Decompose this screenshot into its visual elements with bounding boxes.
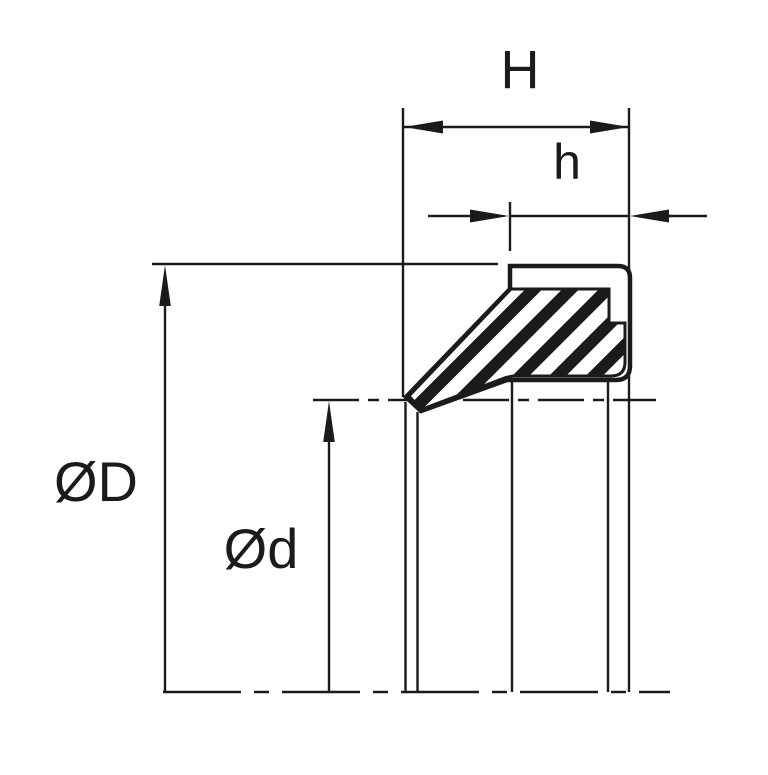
h-lip-right-arrowhead	[630, 209, 669, 223]
seal-cross-section	[402, 263, 633, 414]
seal-rubber-hatched-area	[406, 287, 627, 412]
outer-diameter-arrowhead	[159, 265, 171, 306]
lip-width-label: h	[553, 134, 581, 190]
dimension-lines	[152, 108, 707, 694]
outer-diameter-label: ØD	[54, 450, 138, 513]
total-width-label: H	[501, 40, 540, 100]
dimension-labels: H h ØD Ød	[54, 40, 581, 580]
arrowheads	[159, 120, 669, 442]
h-total-left-arrowhead	[404, 120, 443, 134]
h-lip-left-arrowhead	[470, 209, 509, 223]
inner-diameter-arrowhead	[323, 401, 335, 442]
inner-diameter-label: Ød	[224, 517, 299, 580]
h-total-right-arrowhead	[590, 120, 629, 134]
